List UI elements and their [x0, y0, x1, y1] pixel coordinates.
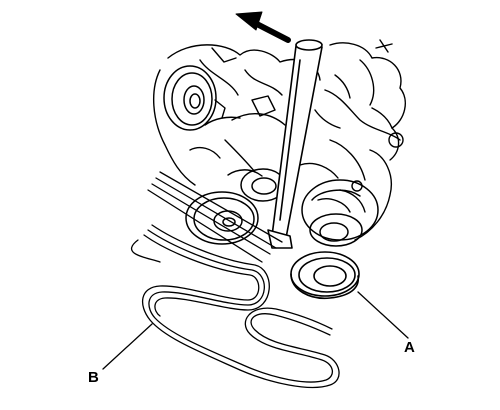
direction-arrow-icon [235, 11, 291, 43]
pulley-a [290, 251, 360, 299]
drive-belt-upper-run [147, 171, 283, 263]
callout-a-leader [357, 291, 409, 339]
belt-b [130, 224, 340, 389]
breaker-bar [267, 39, 323, 249]
alternator-pulley [301, 179, 379, 247]
engine-block-outline [152, 39, 406, 241]
callout-b-leader [102, 323, 153, 370]
crank-pulley [163, 65, 217, 131]
callout-b-label: B [88, 369, 99, 386]
callout-a-label: A [404, 339, 415, 356]
